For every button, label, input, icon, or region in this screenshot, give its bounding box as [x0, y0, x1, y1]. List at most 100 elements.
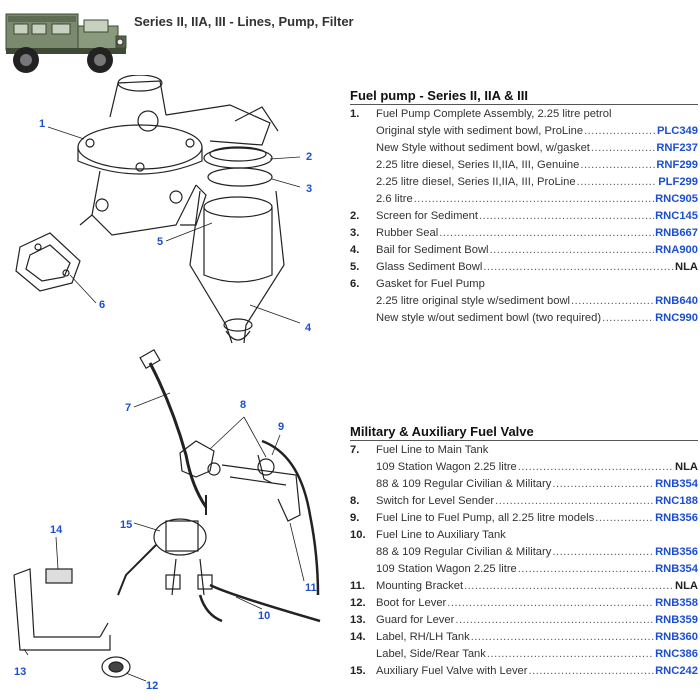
- part-row: 8. Switch for Level Sender RNC188: [350, 493, 698, 510]
- section-heading-fuel-pump: Fuel pump - Series II, IIA & III: [350, 88, 698, 105]
- part-row: 5.Glass Sediment BowlNLA: [350, 259, 698, 276]
- part-number-index: 5.: [350, 261, 360, 273]
- part-number-link[interactable]: RNB356: [655, 512, 698, 524]
- part-number-index: 12.: [350, 597, 366, 609]
- dot-leader: [439, 225, 654, 242]
- parts-diagram: 1 2 3 4 5 6 7 8 9 10 11 12 13 14 15: [13, 75, 321, 692]
- part-row: 7.Fuel Line to Main Tank: [350, 442, 698, 459]
- part-number-index: 8.: [350, 495, 360, 507]
- part-row: 12. Boot for Lever RNB358: [350, 595, 698, 612]
- callout-2: 2: [306, 151, 312, 163]
- part-number-link[interactable]: RNC386: [655, 648, 698, 660]
- part-row: 6. Gasket for Fuel Pump: [350, 276, 698, 293]
- part-number-link[interactable]: RNB667: [655, 227, 698, 239]
- part-number-link[interactable]: RNC188: [655, 495, 698, 507]
- part-number-link[interactable]: RNC242: [655, 665, 698, 677]
- part-number-index: 6.: [350, 278, 360, 290]
- part-row: 3. Rubber Seal RNB667: [350, 225, 698, 242]
- part-number-index: 9.: [350, 512, 360, 524]
- part-row: New style w/out sediment bowl (two requi…: [350, 310, 698, 327]
- part-number-index: 7.: [350, 444, 360, 456]
- part-row: 109 Station Wagon 2.25 litreRNB354: [350, 561, 698, 578]
- dot-leader: [580, 157, 655, 174]
- callout-5: 5: [157, 236, 163, 248]
- part-number-link[interactable]: RNB358: [655, 597, 698, 609]
- callout-13: 13: [14, 666, 26, 678]
- part-description: Boot for Lever: [376, 597, 447, 609]
- part-row: Label, Side/Rear Tank RNC386: [350, 646, 698, 663]
- dot-leader: [595, 510, 654, 527]
- part-number-link[interactable]: RNB354: [655, 478, 698, 490]
- part-row: 2.Screen for SedimentRNC145: [350, 208, 698, 225]
- part-row: 14. Label, RH/LH Tank RNB360: [350, 629, 698, 646]
- section-heading-military: Military & Auxiliary Fuel Valve: [350, 424, 698, 441]
- part-description: Mounting Bracket: [376, 580, 464, 592]
- callout-6: 6: [99, 299, 105, 311]
- part-row: 13.Guard for LeverRNB359: [350, 612, 698, 629]
- part-number-link[interactable]: RNC905: [655, 193, 698, 205]
- callout-15: 15: [120, 519, 132, 531]
- part-row: Original style with sediment bowl, ProLi…: [350, 123, 698, 140]
- dot-leader: [483, 259, 674, 276]
- part-number-link[interactable]: RNB356: [655, 546, 698, 558]
- part-row: New Style without sediment bowl, w/gaske…: [350, 140, 698, 157]
- dot-leader: [414, 191, 654, 208]
- part-row: 10.Fuel Line to Auxiliary Tank: [350, 527, 698, 544]
- dot-leader: [518, 459, 674, 476]
- dot-leader: [584, 123, 656, 140]
- callout-8: 8: [240, 399, 246, 411]
- part-description: Bail for Sediment Bowl: [376, 244, 489, 256]
- parts-list-fuel-pump: 1.Fuel Pump Complete Assembly, 2.25 litr…: [350, 106, 698, 327]
- dot-leader: [552, 476, 654, 493]
- dot-leader: [571, 293, 654, 310]
- part-number-link[interactable]: RNB359: [655, 614, 698, 626]
- part-number-link[interactable]: RNF299: [656, 159, 698, 171]
- part-number-index: 14.: [350, 631, 366, 643]
- part-description: 2.6 litre: [376, 193, 413, 205]
- part-description: Auxiliary Fuel Valve with Lever: [376, 665, 528, 677]
- part-number-link[interactable]: RNF237: [656, 142, 698, 154]
- land-rover-icon: [5, 13, 127, 73]
- dot-leader: [447, 595, 654, 612]
- part-row: 88 & 109 Regular Civilian & Military RNB3…: [350, 544, 698, 561]
- dot-leader: [552, 544, 654, 561]
- part-number-link[interactable]: RNB354: [655, 563, 698, 575]
- dot-leader: [455, 612, 654, 629]
- part-number-link[interactable]: RNB360: [655, 631, 698, 643]
- part-description: Glass Sediment Bowl: [376, 261, 483, 273]
- part-number-index: 4.: [350, 244, 360, 256]
- part-description: Screen for Sediment: [376, 210, 478, 222]
- callout-7: 7: [125, 402, 131, 414]
- dot-leader: [591, 140, 655, 157]
- part-number-link[interactable]: RNC990: [655, 312, 698, 324]
- dot-leader: [490, 242, 655, 259]
- dot-leader: [464, 578, 674, 595]
- part-number-link[interactable]: RNC145: [655, 210, 698, 222]
- part-description: Label, RH/LH Tank: [376, 631, 470, 643]
- part-description: Fuel Line to Fuel Pump, all 2.25 litre m…: [376, 512, 595, 524]
- callout-10: 10: [258, 610, 270, 622]
- part-description: Label, Side/Rear Tank: [376, 648, 486, 660]
- part-description: 88 & 109 Regular Civilian & Military: [376, 546, 552, 558]
- part-number-link[interactable]: PLF299: [658, 176, 698, 188]
- part-number-index: 3.: [350, 227, 360, 239]
- part-row: 88 & 109 Regular Civilian & MilitaryRNB3…: [350, 476, 698, 493]
- part-description: Original style with sediment bowl, ProLi…: [376, 125, 584, 137]
- part-description: Rubber Seal: [376, 227, 439, 239]
- callout-9: 9: [278, 421, 284, 433]
- part-row: 2.25 litre original style w/sediment bow…: [350, 293, 698, 310]
- part-number-link[interactable]: RNB640: [655, 295, 698, 307]
- part-description: Switch for Level Sender: [376, 495, 495, 507]
- part-row: 109 Station Wagon 2.25 litreNLA: [350, 459, 698, 476]
- callout-3: 3: [306, 183, 312, 195]
- callout-12: 12: [146, 680, 158, 692]
- part-number-link[interactable]: PLC349: [656, 125, 698, 137]
- part-number-index: 15.: [350, 665, 366, 677]
- dot-leader: [577, 174, 658, 191]
- part-row: 11.Mounting BracketNLA: [350, 578, 698, 595]
- part-number-link[interactable]: RNA900: [655, 244, 698, 256]
- dot-leader: [471, 629, 654, 646]
- callout-1: 1: [39, 118, 45, 130]
- part-description: Gasket for Fuel Pump: [376, 278, 485, 290]
